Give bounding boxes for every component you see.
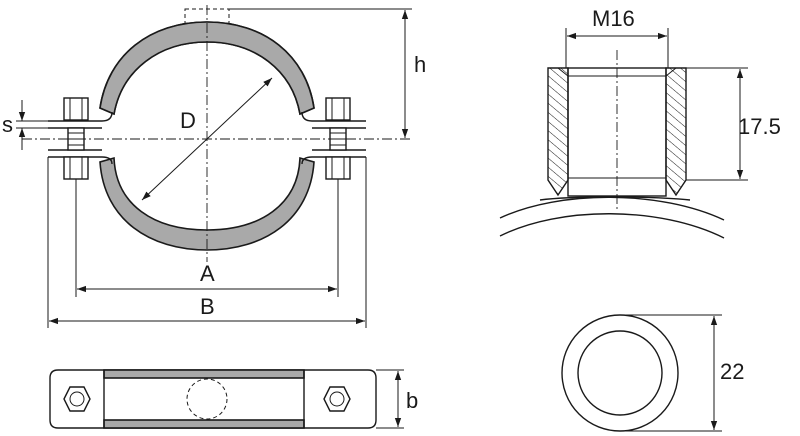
- left-flange-lower-b: [48, 156, 113, 165]
- height-label: h: [414, 52, 426, 77]
- upper-band-rubber: [99, 21, 315, 116]
- left-flange-upper: [48, 111, 113, 122]
- overall-width-label: B: [200, 294, 215, 319]
- diameter-dimension-line: [141, 77, 273, 201]
- socket-diameter-label: 22: [720, 359, 744, 384]
- socket-outer-circle: [561, 314, 679, 432]
- right-lower-nut: [325, 156, 351, 180]
- socket-base-weld: [539, 196, 691, 201]
- clamp-top-view: b: [49, 369, 418, 429]
- right-upper-nut: [325, 97, 351, 121]
- left-upper-nut: [63, 97, 89, 121]
- band-rubber-bottom: [103, 419, 305, 429]
- socket-top-view: 22: [561, 314, 744, 432]
- socket-section-view: M16 17.5: [499, 6, 781, 239]
- diameter-label: D: [180, 108, 196, 133]
- socket-inner-circle: [577, 330, 663, 416]
- socket-right-wall: [665, 67, 687, 197]
- socket-base-band-outer: [499, 196, 725, 221]
- right-flange-lower-b: [301, 156, 366, 165]
- thread-label: M16: [592, 6, 635, 31]
- bolt-spacing-label: A: [200, 261, 215, 286]
- right-flange-upper: [301, 111, 366, 122]
- band-outline: [49, 369, 377, 429]
- right-nut-hex: [323, 386, 351, 412]
- left-lower-nut: [63, 156, 89, 180]
- lower-band-rubber: [99, 156, 315, 251]
- left-bolt-assembly: [63, 97, 89, 180]
- right-bolt-assembly: [325, 97, 351, 180]
- socket-height-label: 17.5: [738, 114, 781, 139]
- socket-base-band-inner: [499, 213, 725, 239]
- left-nut-hex: [63, 386, 91, 412]
- clamp-front-view: D h s A B: [2, 5, 426, 328]
- band-hole-hidden: [186, 378, 228, 420]
- band-width-label: b: [406, 388, 418, 413]
- thickness-label: s: [2, 112, 13, 137]
- band-rubber-top: [103, 369, 305, 379]
- socket-left-wall: [547, 67, 569, 197]
